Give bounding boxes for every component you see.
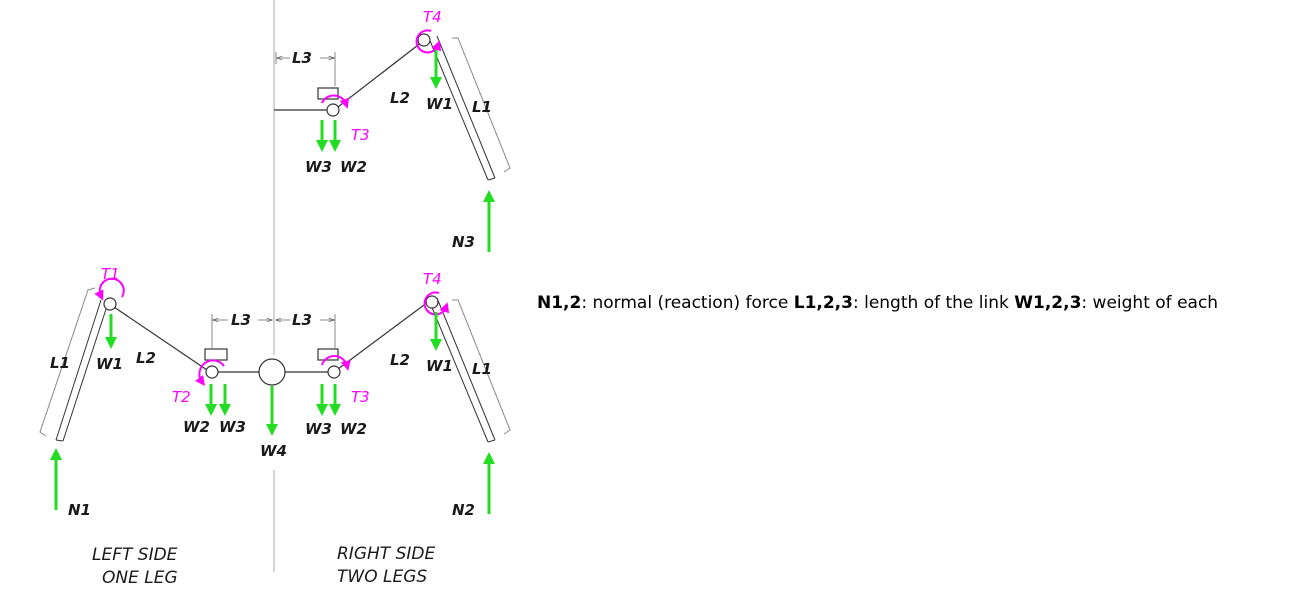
label-w2-left: W2 <box>183 418 210 436</box>
torque-t2-arc <box>195 359 225 387</box>
torque-t3-arc <box>321 94 349 109</box>
link-l1-right-edge-a <box>427 297 489 443</box>
legend-n-desc: : normal (reaction) force <box>581 293 794 313</box>
legend-n-term: N1,2 <box>537 293 582 313</box>
knee-joint-left <box>103 297 117 311</box>
hip-joint <box>326 103 340 117</box>
torque-t4-arc <box>415 29 442 54</box>
knee-joint <box>417 33 431 47</box>
label-l3-top: L3 <box>292 49 312 67</box>
label-t3-top: T3 <box>351 126 370 144</box>
hip-joint-left <box>205 365 219 379</box>
link-l1-edge-a <box>427 35 489 181</box>
label-l2-right: L2 <box>390 351 410 369</box>
l1-right-dimension-bracket <box>452 299 511 435</box>
caption-right-line1: RIGHT SIDE <box>337 544 435 564</box>
link-l1-right-edge-b <box>436 297 496 441</box>
torque-t1-arc <box>94 277 125 301</box>
label-l3-right: L3 <box>292 311 312 329</box>
caption-left-line2: ONE LEG <box>102 568 178 588</box>
knee-joint-right <box>425 295 439 309</box>
caption-left-line1: LEFT SIDE <box>92 545 178 565</box>
label-w1-left: W1 <box>96 355 123 373</box>
torque-t4-right-arc <box>423 291 450 316</box>
label-n3: N3 <box>452 233 475 251</box>
hip-joint-right <box>327 365 341 379</box>
legend-w-term: W1,2,3 <box>1014 293 1082 313</box>
legend-l-desc: : length of the link <box>852 293 1015 313</box>
label-w1-top: W1 <box>426 95 453 113</box>
hip-block-left <box>204 348 228 361</box>
label-n1: N1 <box>68 501 91 519</box>
link-l1-end <box>487 177 496 181</box>
link-l1-left-edge-b <box>62 302 109 442</box>
label-w4: W4 <box>260 442 287 460</box>
free-body-diagram: T4 T3 L3 L2 L1 W1 W3 W2 N3 T1 T2 L1 L2 L… <box>39 0 511 588</box>
hip-block <box>317 87 339 100</box>
top-leg-view: T4 T3 L3 L2 L1 W1 W3 W2 N3 <box>274 8 511 252</box>
label-l3-left: L3 <box>231 311 251 329</box>
label-l2-left: L2 <box>136 349 156 367</box>
l1-dimension-bracket <box>452 37 511 173</box>
label-w3-left: W3 <box>219 418 246 436</box>
left-side-view: T1 T2 L1 L2 L3 W1 W2 W3 N1 LEFT SIDE ONE… <box>39 265 272 588</box>
label-l1-left: L1 <box>50 354 70 372</box>
center-body: W4 <box>258 358 287 460</box>
label-n2: N2 <box>452 501 475 519</box>
label-l1-right: L1 <box>472 360 492 378</box>
link-l1-edge-b <box>436 35 496 179</box>
legend-w-desc: : weight of each <box>1081 293 1219 313</box>
label-t4-top: T4 <box>423 8 442 26</box>
hip-block-right <box>317 348 339 361</box>
label-t2: T2 <box>172 388 191 406</box>
link-l2-left <box>110 304 211 373</box>
link-l1-left-edge-a <box>55 299 102 441</box>
legend-text: N1,2: normal (reaction) force L1,2,3: le… <box>537 293 1218 313</box>
label-w2-top: W2 <box>340 158 367 176</box>
label-w1-right: W1 <box>426 357 453 375</box>
torque-t3-right-arc <box>321 355 351 371</box>
legend-l-term: L1,2,3 <box>793 293 853 313</box>
label-w3-right: W3 <box>305 420 332 438</box>
link-l1-left-end <box>55 439 64 442</box>
label-w3-top: W3 <box>305 158 332 176</box>
link-l1-right-end <box>487 439 496 443</box>
l1-left-dimension-bracket <box>39 287 96 437</box>
label-t3-right: T3 <box>351 388 370 406</box>
right-side-view: T4 T3 L3 L2 L1 W1 W3 W2 N2 RIGHT SIDE TW… <box>276 270 511 587</box>
label-t1: T1 <box>101 265 120 283</box>
label-w2-right: W2 <box>340 420 367 438</box>
label-l1-top: L1 <box>472 98 492 116</box>
body-circle <box>258 358 286 386</box>
label-t4-right: T4 <box>423 270 442 288</box>
caption-right-line2: TWO LEGS <box>337 567 427 587</box>
label-l2-top: L2 <box>390 89 410 107</box>
link-l2-right <box>333 304 425 373</box>
